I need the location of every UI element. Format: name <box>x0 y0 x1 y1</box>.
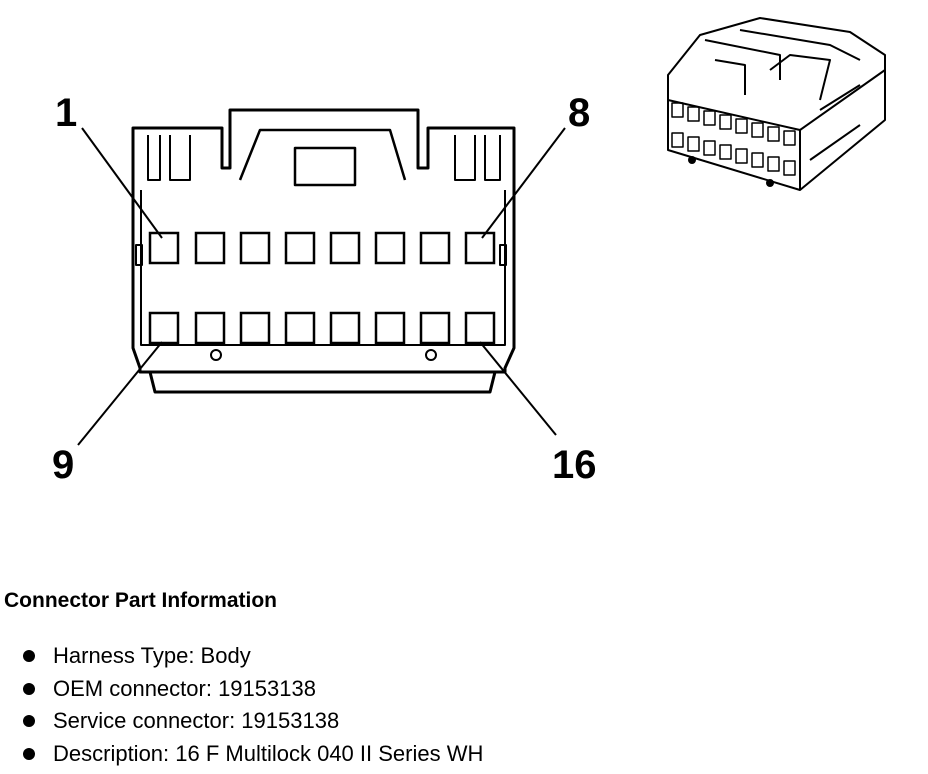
left-clip <box>147 135 191 181</box>
left-side-stub <box>135 244 143 266</box>
bullet-icon <box>23 650 35 662</box>
info-item-harness-type: Harness Type: Body <box>20 642 483 675</box>
connector-housing <box>131 108 516 374</box>
pin-cavity-12 <box>284 311 316 345</box>
connector-latch <box>238 128 407 187</box>
right-side-stub <box>499 244 507 266</box>
info-item-text: Description: 16 F Multilock 040 II Serie… <box>53 740 484 766</box>
pin-cavity-8 <box>464 231 496 265</box>
pin-row-bottom <box>148 311 496 345</box>
bottom-post-right <box>425 349 437 361</box>
pin-row-top <box>148 231 496 265</box>
connector-diagram: 1 8 9 16 <box>52 17 886 487</box>
leader-line-9 <box>77 341 163 446</box>
info-item-text: OEM connector: 19153138 <box>53 675 316 701</box>
pin-label-16: 16 <box>552 443 597 487</box>
pin-label-1: 1 <box>55 91 78 135</box>
info-item-text: Service connector: 19153138 <box>53 708 340 733</box>
bullet-icon <box>23 747 35 760</box>
connector-3d-view <box>667 17 886 191</box>
connector-cavity <box>140 190 506 346</box>
pin-cavity-2 <box>194 231 226 265</box>
connector-face-view <box>77 17 886 446</box>
connector-bottom-rail <box>148 371 497 394</box>
connector-info-title: Connector Part Information <box>4 589 278 612</box>
info-item-text: Harness Type: Body <box>53 643 251 668</box>
pin-cavity-16 <box>464 311 496 345</box>
leader-line-16 <box>479 341 557 436</box>
leader-line-1 <box>81 127 163 239</box>
pin-cavity-6 <box>374 231 406 265</box>
bullet-icon <box>23 715 35 727</box>
pin-cavity-4 <box>284 231 316 265</box>
bullet-icon <box>23 682 35 695</box>
pin-cavity-11 <box>239 311 271 345</box>
pin-cavity-7 <box>419 231 451 265</box>
bottom-post-left <box>210 349 222 361</box>
pin-cavity-3 <box>239 231 271 265</box>
info-item-description: Description: 16 F Multilock 040 II Serie… <box>20 740 483 773</box>
right-clip <box>454 135 501 181</box>
leader-line-8 <box>481 127 566 239</box>
info-item-oem-connector: OEM connector: 19153138 <box>20 675 483 708</box>
pin-cavity-15 <box>419 311 451 345</box>
pin-label-8: 8 <box>568 91 591 135</box>
pin-cavity-14 <box>374 311 406 345</box>
pin-cavity-10 <box>194 311 226 345</box>
info-item-service-connector: Service connector: 19153138 <box>20 707 483 740</box>
connector-info-list: Harness Type: Body OEM connector: 191531… <box>20 642 483 772</box>
pin-cavity-9 <box>148 311 180 345</box>
pin-cavity-1 <box>148 231 180 265</box>
pin-cavity-5 <box>329 231 361 265</box>
pin-label-9: 9 <box>52 443 75 487</box>
pin-cavity-13 <box>329 311 361 345</box>
